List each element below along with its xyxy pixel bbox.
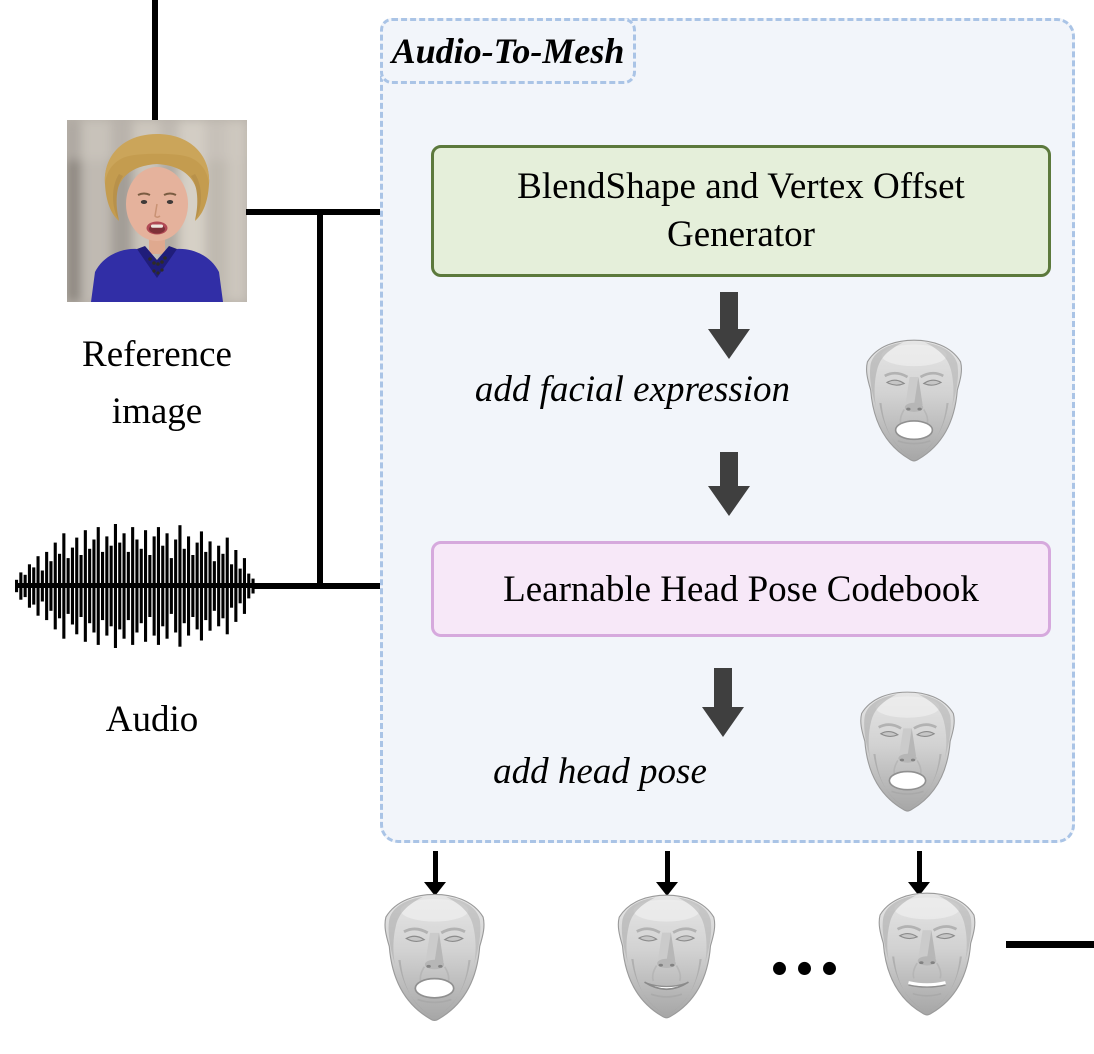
- down-arrow-2: [720, 452, 738, 486]
- reference-portrait-photo: [67, 120, 247, 302]
- input-line-top: [152, 0, 158, 122]
- output-arrow-1-head: [424, 882, 446, 896]
- output-line-right: [1006, 941, 1094, 948]
- audio-to-codebook-line: [253, 583, 418, 589]
- face-mesh-open-mouth-icon: [383, 893, 486, 1022]
- reference-caption-line1: Reference: [82, 334, 232, 375]
- ellipsis-dots: ...: [769, 904, 845, 992]
- audio-waveform-icon: [15, 522, 255, 655]
- add-head-pose-label: add head pose: [493, 751, 707, 792]
- reference-to-generator-line: [246, 209, 418, 215]
- output-arrow-3: [917, 851, 922, 882]
- face-mesh-open-mouth-icon: [865, 338, 963, 463]
- down-arrow-1: [720, 292, 738, 329]
- face-mesh-open-mouth-icon: [859, 690, 956, 813]
- add-facial-expression-label: add facial expression: [474, 369, 791, 410]
- output-arrow-1: [433, 851, 438, 882]
- blendshape-generator-block: BlendShape and Vertex Offset Generator: [431, 145, 1051, 277]
- output-arrow-3-head: [908, 882, 930, 896]
- head-pose-codebook-block: Learnable Head Pose Codebook: [431, 541, 1051, 637]
- output-arrow-2-head: [656, 882, 678, 896]
- face-mesh-smile-icon: [616, 893, 717, 1020]
- down-arrow-3: [714, 668, 732, 707]
- down-arrow-3-head: [702, 707, 744, 737]
- reference-caption-line2: image: [111, 391, 203, 432]
- audio-to-mesh-label-tab: Audio-To-Mesh: [380, 18, 636, 84]
- reference-image-caption: Reference image: [32, 326, 282, 440]
- blendshape-generator-label: BlendShape and Vertex Offset Generator: [517, 166, 965, 255]
- junction-line: [317, 209, 323, 589]
- output-arrow-2: [665, 851, 670, 882]
- down-arrow-2-head: [708, 486, 750, 516]
- audio-caption: Audio: [105, 699, 199, 740]
- down-arrow-1-head: [708, 329, 750, 359]
- head-pose-codebook-label: Learnable Head Pose Codebook: [503, 568, 979, 610]
- module-label: Audio-To-Mesh: [391, 31, 625, 71]
- face-mesh-neutral-icon: [877, 891, 977, 1017]
